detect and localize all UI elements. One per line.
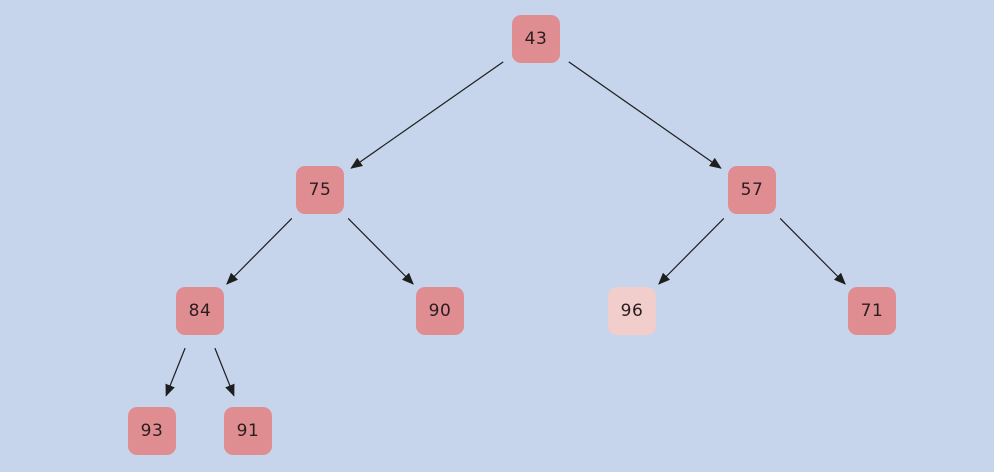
tree-node-57: 57 — [728, 166, 776, 214]
tree-node-93: 93 — [128, 407, 176, 455]
edge-84-to-91 — [214, 347, 235, 397]
edge-75-to-84 — [226, 217, 293, 285]
tree-node-84: 84 — [176, 287, 224, 335]
edge-57-to-96 — [658, 217, 725, 285]
tree-node-96: 96 — [608, 287, 656, 335]
edge-75-to-90 — [347, 217, 414, 285]
tree-node-43: 43 — [512, 15, 560, 63]
edge-43-to-57 — [568, 61, 722, 169]
edge-84-to-93 — [165, 347, 186, 397]
edge-43-to-75 — [350, 61, 504, 169]
tree-node-71: 71 — [848, 287, 896, 335]
tree-node-75: 75 — [296, 166, 344, 214]
edge-57-to-71 — [779, 217, 846, 285]
tree-node-91: 91 — [224, 407, 272, 455]
tree-node-90: 90 — [416, 287, 464, 335]
